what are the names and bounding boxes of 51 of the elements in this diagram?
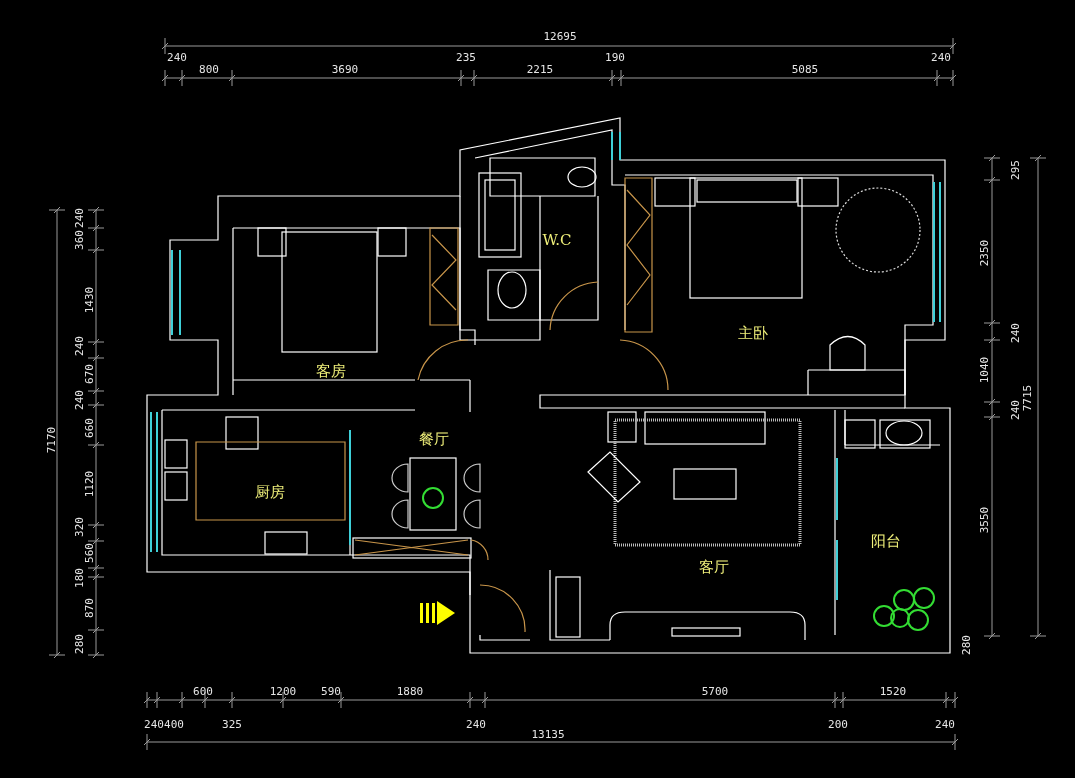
room-label: 阳台: [871, 532, 901, 550]
dimension-label: 800: [199, 64, 219, 76]
dimension-label: 12695: [543, 31, 577, 43]
dimension-label: 240: [1010, 323, 1022, 343]
dimension-label: 660: [84, 418, 96, 438]
dimension-label: 1880: [396, 686, 424, 698]
dimension-label: 1430: [84, 286, 96, 314]
dimension-label: 1040: [979, 356, 991, 384]
dimension-label: 590: [321, 686, 341, 698]
dimension-label: 3550: [979, 506, 991, 534]
dimension-label: 3690: [331, 64, 359, 76]
dimension-label: 1520: [879, 686, 907, 698]
room-label: 餐厅: [419, 430, 449, 448]
dimension-label: 240: [935, 719, 955, 731]
room-label: 厨房: [255, 483, 285, 501]
dimension-label: 235: [456, 52, 476, 64]
dimension-label: 5700: [701, 686, 729, 698]
dimension-label: 670: [84, 364, 96, 384]
dimension-label: 200: [828, 719, 848, 731]
room-label: W.C: [542, 231, 572, 249]
dimension-label: 360: [74, 230, 86, 250]
dimension-label: 240: [466, 719, 486, 731]
dimension-label: 2350: [979, 239, 991, 267]
dimension-label: 2215: [526, 64, 554, 76]
dimension-label: 240: [144, 719, 164, 731]
dimension-label: 870: [84, 598, 96, 618]
dimension-label: 325: [222, 719, 242, 731]
dimension-label: 320: [74, 517, 86, 537]
dimension-label: 1200: [269, 686, 297, 698]
dimension-label: 240: [74, 208, 86, 228]
dimension-label: 400: [164, 719, 184, 731]
dimension-label: 240: [167, 52, 187, 64]
dimension-label: 295: [1010, 160, 1022, 180]
room-label: 客房: [316, 362, 346, 380]
dimension-label: 240: [74, 390, 86, 410]
room-label: 主卧: [738, 324, 768, 342]
dimension-label: 240: [74, 336, 86, 356]
dimension-label: 180: [74, 568, 86, 588]
dimension-label: 240: [931, 52, 951, 64]
dimension-label: 7715: [1022, 384, 1034, 412]
dimension-label: 190: [605, 52, 625, 64]
dimension-label: 240: [1010, 400, 1022, 420]
dimension-label: 280: [74, 634, 86, 654]
dimension-label: 7170: [46, 426, 58, 454]
dimension-label: 1120: [84, 470, 96, 498]
room-label: 客厅: [699, 558, 729, 576]
dimension-label: 560: [84, 543, 96, 563]
dimension-label: 5085: [791, 64, 819, 76]
dimension-label: 280: [961, 635, 973, 655]
dimension-label: 13135: [531, 729, 565, 741]
dimension-label: 600: [193, 686, 213, 698]
